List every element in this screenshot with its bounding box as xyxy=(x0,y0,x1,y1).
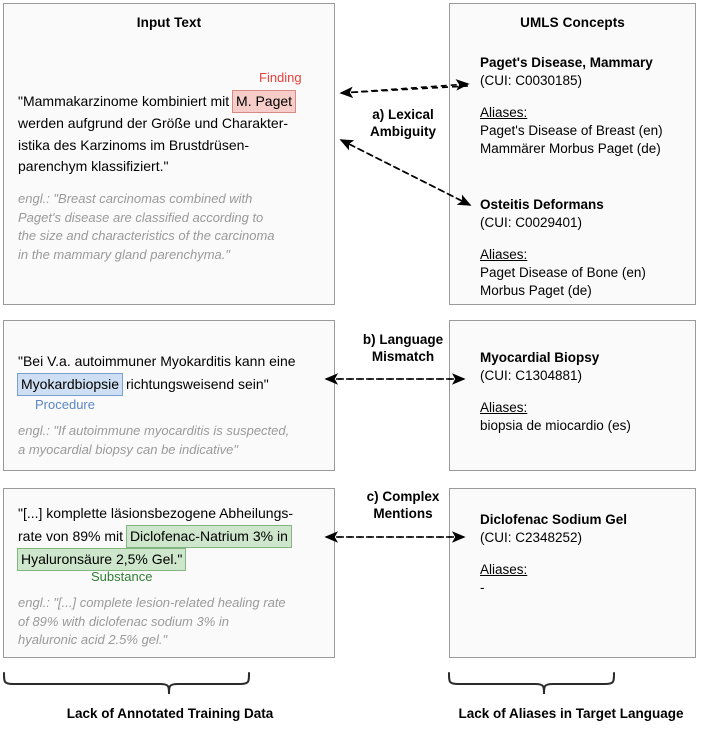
translation-a: engl.: "Breast carcinomas combined with … xyxy=(18,190,275,264)
relation-label-b-line1: b) Language xyxy=(362,332,444,347)
relation-label-a: a) Lexical Ambiguity xyxy=(344,107,462,140)
translation-line: hyaluronic acid 2.5% gel." xyxy=(18,632,168,647)
relation-label-c-line1: c) Complex xyxy=(366,489,440,504)
concept-cui: (CUI: C1304881) xyxy=(480,368,583,383)
aliases-heading: Aliases: xyxy=(480,105,528,120)
alias-item: - xyxy=(480,580,485,595)
translation-line: engl.: "[...] complete lesion-related he… xyxy=(18,595,286,610)
concept-name: Paget's Disease, Mammary xyxy=(480,55,653,70)
alias-item: biopsia de miocardio (es) xyxy=(480,418,631,433)
source-line-1: "[...] komplette läsionsbezogene Abheilu… xyxy=(18,505,294,521)
source-text-prefix: rate von 89% mit xyxy=(18,527,127,544)
entity-highlight-substance-2[interactable]: Hyaluronsäure 2,5% Gel." xyxy=(17,547,187,571)
concept-name: Myocardial Biopsy xyxy=(480,350,600,365)
alias-item: Mammärer Morbus Paget (de) xyxy=(480,141,661,156)
alias-item: Morbus Paget (de) xyxy=(480,283,592,298)
concept-name: Osteitis Deformans xyxy=(480,197,604,212)
umls-concepts-column-title: UMLS Concepts xyxy=(520,15,625,30)
aliases-heading: Aliases: xyxy=(480,400,528,415)
alias-item: Paget's Disease of Breast (en) xyxy=(480,123,663,138)
translation-line: Paget's disease are classified according… xyxy=(18,209,264,225)
source-line-1: "Mammakarzinome kombiniert mit M. Paget xyxy=(18,90,297,113)
input-text-panel-c: "[...] komplette läsionsbezogene Abheilu… xyxy=(3,488,335,658)
entity-highlight-substance-1[interactable]: Diclofenac-Natrium 3% in xyxy=(125,524,292,548)
umls-concepts-panel-c: Diclofenac Sodium Gel (CUI: C2348252) Al… xyxy=(449,488,696,658)
concept-block-diclofenac-sodium-gel[interactable]: Diclofenac Sodium Gel (CUI: C2348252) Al… xyxy=(480,511,627,597)
source-line-2: rate von 89% mit Diclofenac-Natrium 3% i… xyxy=(18,524,293,548)
translation-c: engl.: "[...] complete lesion-related he… xyxy=(18,594,286,650)
source-text-c: "[...] komplette läsionsbezogene Abheilu… xyxy=(17,503,294,571)
relation-label-a-line1: a) Lexical xyxy=(372,107,434,122)
translation-line: the size and characteristics of the carc… xyxy=(18,228,275,243)
concept-block-myocardial-biopsy[interactable]: Myocardial Biopsy (CUI: C1304881) Aliase… xyxy=(480,349,631,435)
relation-label-c: c) Complex Mentions xyxy=(344,489,462,522)
source-line-2: werden aufgrund der Größe und Charakter- xyxy=(18,115,289,131)
concept-block-osteitis-deformans[interactable]: Osteitis Deformans (CUI: C0029401) Alias… xyxy=(480,196,646,300)
translation-line: engl.: "Breast carcinomas combined with xyxy=(18,191,253,206)
source-text-b: "Bei V.a. autoimmuner Myokarditis kann e… xyxy=(17,351,296,396)
footer-caption-left: Lack of Annotated Training Data xyxy=(66,706,274,721)
source-text-prefix: "Mammakarzinome kombiniert mit xyxy=(18,93,234,109)
concept-block-pagets-disease-mammary[interactable]: Paget's Disease, Mammary (CUI: C0030185)… xyxy=(480,54,663,158)
umls-concepts-panel-a: UMLS Concepts Paget's Disease, Mammary (… xyxy=(449,3,696,305)
source-line-3: istika des Karzinoms im Brustdrüsen- xyxy=(18,136,250,153)
concept-cui: (CUI: C0030185) xyxy=(480,73,583,88)
source-text-suffix: richtungsweisend sein" xyxy=(122,375,269,392)
translation-b: engl.: "If autoimmune myocarditis is sus… xyxy=(18,422,289,459)
umls-concepts-panel-b: Myocardial Biopsy (CUI: C1304881) Aliase… xyxy=(449,320,696,471)
translation-line: in the mammary gland parenchyma." xyxy=(18,246,230,262)
entity-type-label-procedure: Procedure xyxy=(35,397,95,412)
concept-cui: (CUI: C0029401) xyxy=(480,215,583,230)
source-line-3: Hyaluronsäure 2,5% Gel." xyxy=(17,547,293,571)
relation-label-a-line2: Ambiguity xyxy=(370,123,436,139)
relation-label-b-line2: Mismatch xyxy=(371,348,435,364)
aliases-heading: Aliases: xyxy=(480,247,528,262)
entity-highlight-procedure[interactable]: Myokardbiopsie xyxy=(17,372,124,396)
concept-name: Diclofenac Sodium Gel xyxy=(480,512,628,527)
aliases-heading: Aliases: xyxy=(480,562,528,577)
translation-line: of 89% with diclofenac sodium 3% in xyxy=(18,613,230,629)
brace-right xyxy=(448,672,615,695)
footer-caption-right: Lack of Aliases in Target Language xyxy=(458,706,684,721)
source-line-4: parenchym klassifiziert." xyxy=(18,158,169,174)
relation-label-b: b) Language Mismatch xyxy=(344,332,462,365)
relation-label-c-line2: Mentions xyxy=(373,505,433,521)
entity-type-label-substance: Substance xyxy=(91,569,153,584)
translation-line: a myocardial biopsy can be indicative" xyxy=(18,441,238,457)
entity-type-label-finding: Finding xyxy=(259,70,302,85)
brace-left xyxy=(3,672,250,695)
alias-item: Paget Disease of Bone (en) xyxy=(480,265,646,280)
input-text-panel-b: "Bei V.a. autoimmuner Myokarditis kann e… xyxy=(3,320,335,471)
source-line-2: Myokardbiopsie richtungsweisend sein" xyxy=(17,372,296,396)
source-line-1: "Bei V.a. autoimmuner Myokarditis kann e… xyxy=(18,353,296,369)
input-text-column-title: Input Text xyxy=(136,15,202,30)
input-text-panel-a: Input Text "Mammakarzinome kombiniert mi… xyxy=(3,3,335,305)
concept-cui: (CUI: C2348252) xyxy=(480,530,583,545)
translation-line: engl.: "If autoimmune myocarditis is sus… xyxy=(18,423,290,438)
entity-highlight-finding[interactable]: M. Paget xyxy=(232,90,297,113)
source-text-a: "Mammakarzinome kombiniert mit M. Paget … xyxy=(18,90,297,178)
